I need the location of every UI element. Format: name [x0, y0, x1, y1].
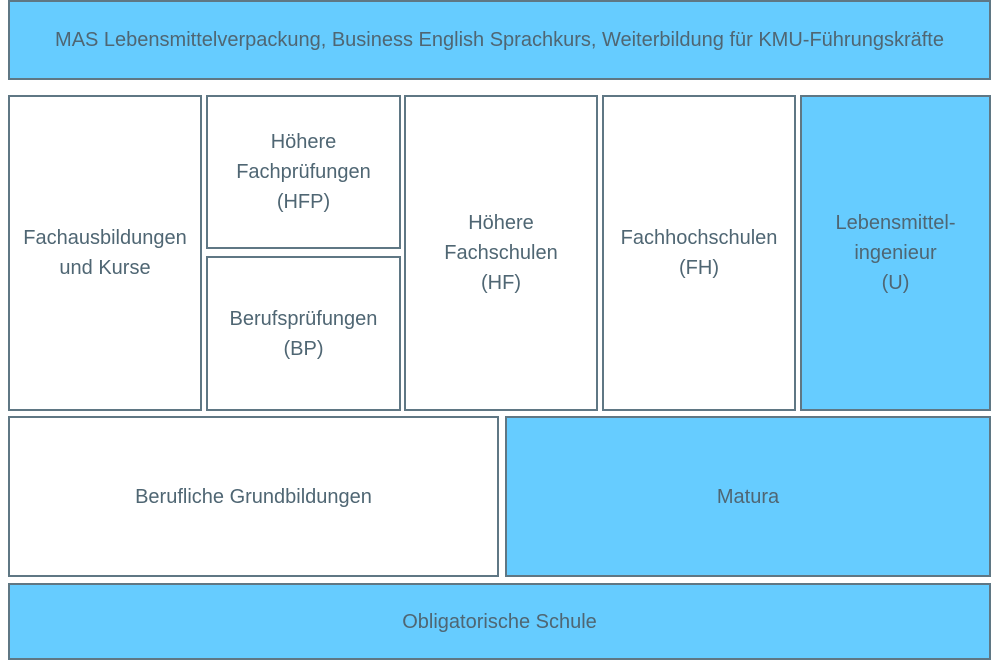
continuing-education-bar: MAS Lebensmittelverpackung, Business Eng… [8, 0, 991, 80]
obligatorische-schule-label: Obligatorische Schule [402, 610, 597, 633]
fh-label: Fachhochschulen (FH) [620, 227, 778, 279]
grundbildungen-label: Berufliche Grundbildungen [135, 485, 372, 508]
fachausbildungen-label: Fachausbildungen und Kurse [23, 227, 187, 279]
fh-box: Fachhochschulen (FH) [602, 95, 796, 411]
matura-box: Matura [505, 416, 991, 577]
fachausbildungen-box: Fachausbildungen und Kurse [8, 95, 202, 411]
university-label: Lebensmittel- ingenieur (U) [835, 212, 956, 294]
hf-box: Höhere Fachschulen (HF) [404, 95, 598, 411]
bp-box: Berufsprüfungen (BP) [206, 256, 401, 411]
bp-label: Berufsprüfungen (BP) [229, 307, 378, 360]
obligatorische-schule-bar: Obligatorische Schule [8, 583, 991, 660]
continuing-education-label: MAS Lebensmittelverpackung, Business Eng… [55, 29, 944, 51]
grundbildungen-box: Berufliche Grundbildungen [8, 416, 499, 577]
hfp-box: Höhere Fachprüfungen (HFP) [206, 95, 401, 249]
matura-label: Matura [716, 485, 780, 508]
university-box: Lebensmittel- ingenieur (U) [800, 95, 991, 411]
hfp-label: Höhere Fachprüfungen (HFP) [236, 131, 371, 213]
hf-label: Höhere Fachschulen (HF) [444, 212, 558, 294]
